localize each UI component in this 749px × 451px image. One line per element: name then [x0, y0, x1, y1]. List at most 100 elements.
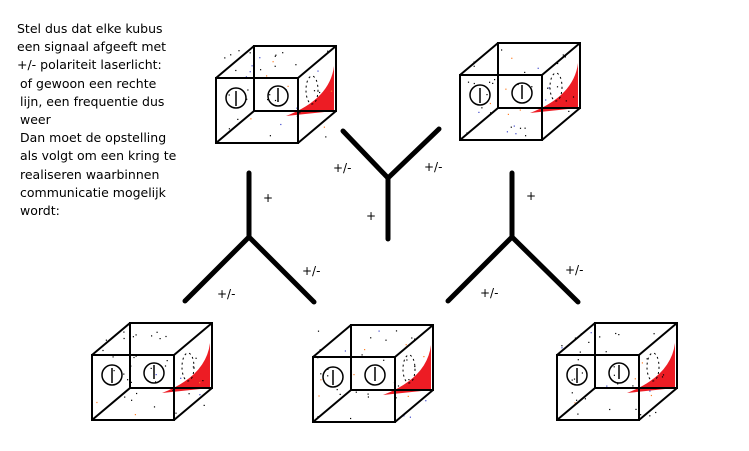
speckle: [123, 373, 125, 375]
speckle: [282, 52, 284, 54]
cube-edge: [459, 42, 499, 76]
dashed-ellipse: [402, 354, 416, 384]
speckle: [662, 374, 665, 376]
cube-front-face: [215, 77, 299, 144]
description-line: wordt:: [20, 203, 60, 219]
speckle: [547, 87, 549, 89]
speckle: [423, 356, 425, 358]
red-wedge: [286, 66, 334, 116]
speckle: [224, 57, 226, 59]
speckle: [501, 49, 503, 51]
cube-front-face: [91, 354, 175, 421]
speckle: [473, 82, 475, 85]
speckle: [269, 94, 271, 96]
speckle: [467, 81, 470, 83]
speckle: [247, 89, 249, 91]
speckle: [199, 382, 201, 384]
speckle: [650, 394, 652, 397]
speckle: [188, 393, 190, 395]
speckle: [378, 330, 380, 332]
speckle: [272, 61, 274, 63]
speckle: [156, 331, 158, 333]
speckle: [557, 62, 559, 65]
speckle: [425, 400, 427, 402]
cube-edge: [394, 389, 434, 423]
speckle: [155, 374, 157, 376]
speckle: [640, 414, 642, 416]
speckle: [127, 379, 129, 381]
speckle: [245, 76, 247, 78]
speckle: [519, 127, 522, 129]
speckle: [519, 109, 521, 111]
speckle: [562, 54, 564, 56]
speckle: [192, 366, 194, 368]
junction-top-center: [340, 126, 442, 242]
speckle: [370, 337, 372, 339]
speckle: [296, 107, 298, 109]
speckle: [166, 360, 168, 362]
speckle: [123, 331, 125, 333]
speckle: [280, 123, 282, 126]
speckle: [327, 50, 329, 52]
cube-edge: [215, 110, 255, 144]
speckle: [649, 415, 651, 417]
speckle: [531, 86, 533, 88]
speckle: [355, 391, 357, 393]
speckle: [319, 91, 321, 94]
speckle: [175, 412, 177, 414]
cube: [459, 42, 581, 141]
speckle: [266, 75, 268, 77]
speckle: [235, 69, 237, 72]
speckle: [414, 338, 416, 340]
description-line: lijn, een frequentie dus: [20, 93, 165, 109]
cube: [312, 324, 434, 423]
speckle: [228, 94, 230, 96]
speckle: [565, 100, 567, 102]
speckle: [492, 82, 494, 84]
circle-icon: [143, 362, 165, 384]
polarity-label: +/-: [424, 160, 442, 174]
red-wedge: [383, 345, 431, 395]
speckle: [112, 356, 114, 358]
description-line: als volgt om een kring te: [20, 148, 177, 164]
speckle: [249, 52, 251, 54]
speckle: [574, 337, 576, 339]
speckle: [131, 399, 133, 401]
red-wedge: [530, 63, 578, 113]
speckle: [506, 131, 508, 133]
speckle: [317, 330, 320, 332]
speckle: [571, 392, 573, 394]
speckle: [411, 337, 413, 339]
circle-icon: [469, 84, 491, 106]
speckle: [135, 355, 137, 357]
cube-edge: [91, 322, 131, 356]
circle-icon: [322, 366, 344, 388]
speckle: [635, 408, 637, 410]
speckle: [661, 376, 664, 378]
speckle: [249, 71, 251, 73]
speckle: [318, 395, 320, 397]
speckle: [317, 70, 319, 72]
speckle: [202, 380, 204, 382]
speckle: [228, 128, 230, 130]
speckle: [634, 378, 636, 380]
speckle: [397, 385, 400, 387]
speckle: [556, 86, 559, 88]
speckle: [344, 350, 346, 352]
speckle: [251, 65, 253, 67]
speckle: [151, 335, 153, 337]
speckle: [383, 359, 385, 361]
polarity-label: +: [263, 191, 273, 205]
speckle: [577, 359, 579, 361]
dashed-ellipse: [646, 352, 660, 382]
speckle: [513, 125, 515, 127]
speckle: [576, 399, 578, 401]
speckle: [172, 389, 174, 392]
speckle: [507, 113, 509, 115]
speckle: [478, 111, 480, 113]
speckle: [605, 351, 607, 353]
dashed-ellipse: [305, 75, 319, 105]
speckle: [230, 54, 232, 56]
speckle: [133, 356, 135, 359]
speckle: [330, 90, 333, 92]
